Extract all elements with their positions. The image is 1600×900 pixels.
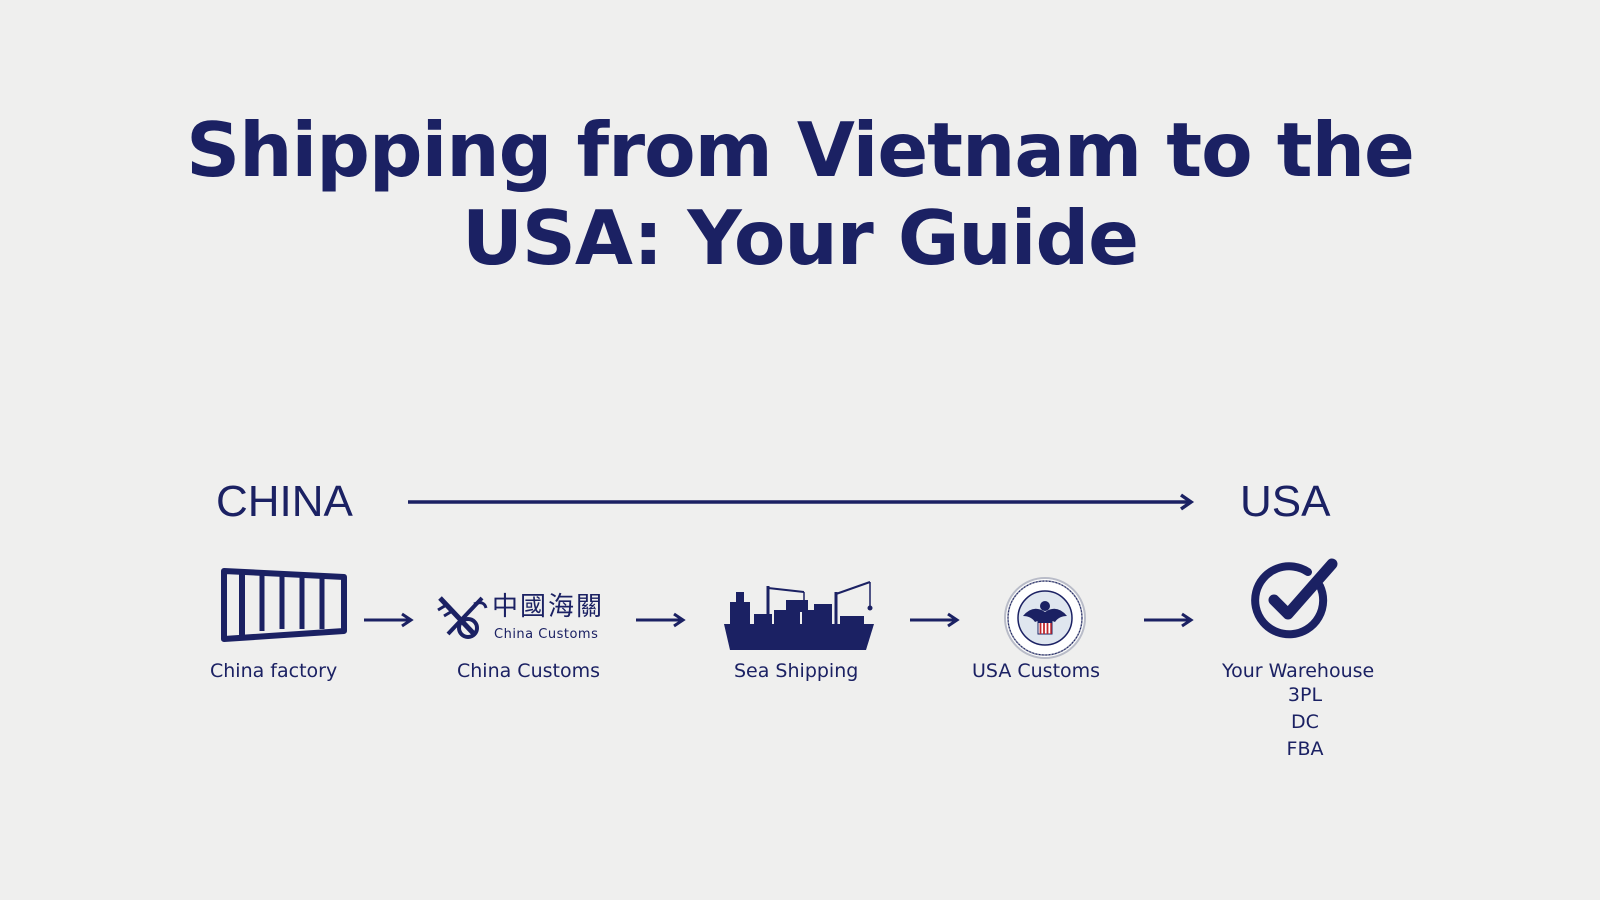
- destination-region-label: USA: [1240, 477, 1331, 526]
- page-title: Shipping from Vietnam to the USA: Your G…: [0, 106, 1600, 282]
- step-label-china-factory: China factory: [210, 660, 338, 682]
- title-line-2: USA: Your Guide: [461, 194, 1139, 282]
- step-arrow-4: [1144, 612, 1194, 628]
- shipping-container-icon: [221, 568, 347, 642]
- step-arrow-1: [364, 612, 414, 628]
- route-arrow: [408, 493, 1195, 511]
- step-label-china-customs: China Customs: [457, 660, 601, 682]
- china-customs-logo-text: China Customs: [494, 627, 599, 642]
- step-arrow-2: [636, 612, 686, 628]
- us-customs-seal-icon: [1004, 577, 1086, 659]
- china-customs-logo-cjk: 中國海關: [492, 592, 605, 622]
- warehouse-option-dc: DC: [1291, 711, 1319, 733]
- step-label-sea-shipping: Sea Shipping: [734, 660, 859, 682]
- checkmark-circle-icon: [1251, 558, 1338, 639]
- warehouse-option-fba: FBA: [1286, 738, 1324, 760]
- origin-region-label: CHINA: [216, 477, 353, 526]
- step-label-usa-customs: USA Customs: [972, 660, 1101, 682]
- china-customs-emblem-icon: [437, 596, 488, 639]
- warehouse-options: 3PL DC FBA: [1225, 682, 1385, 763]
- warehouse-option-3pl: 3PL: [1287, 684, 1323, 706]
- title-line-1: Shipping from Vietnam to the: [186, 106, 1415, 194]
- cargo-ship-icon: [724, 581, 874, 650]
- step-arrow-3: [910, 612, 960, 628]
- step-label-your-warehouse: Your Warehouse: [1222, 660, 1375, 682]
